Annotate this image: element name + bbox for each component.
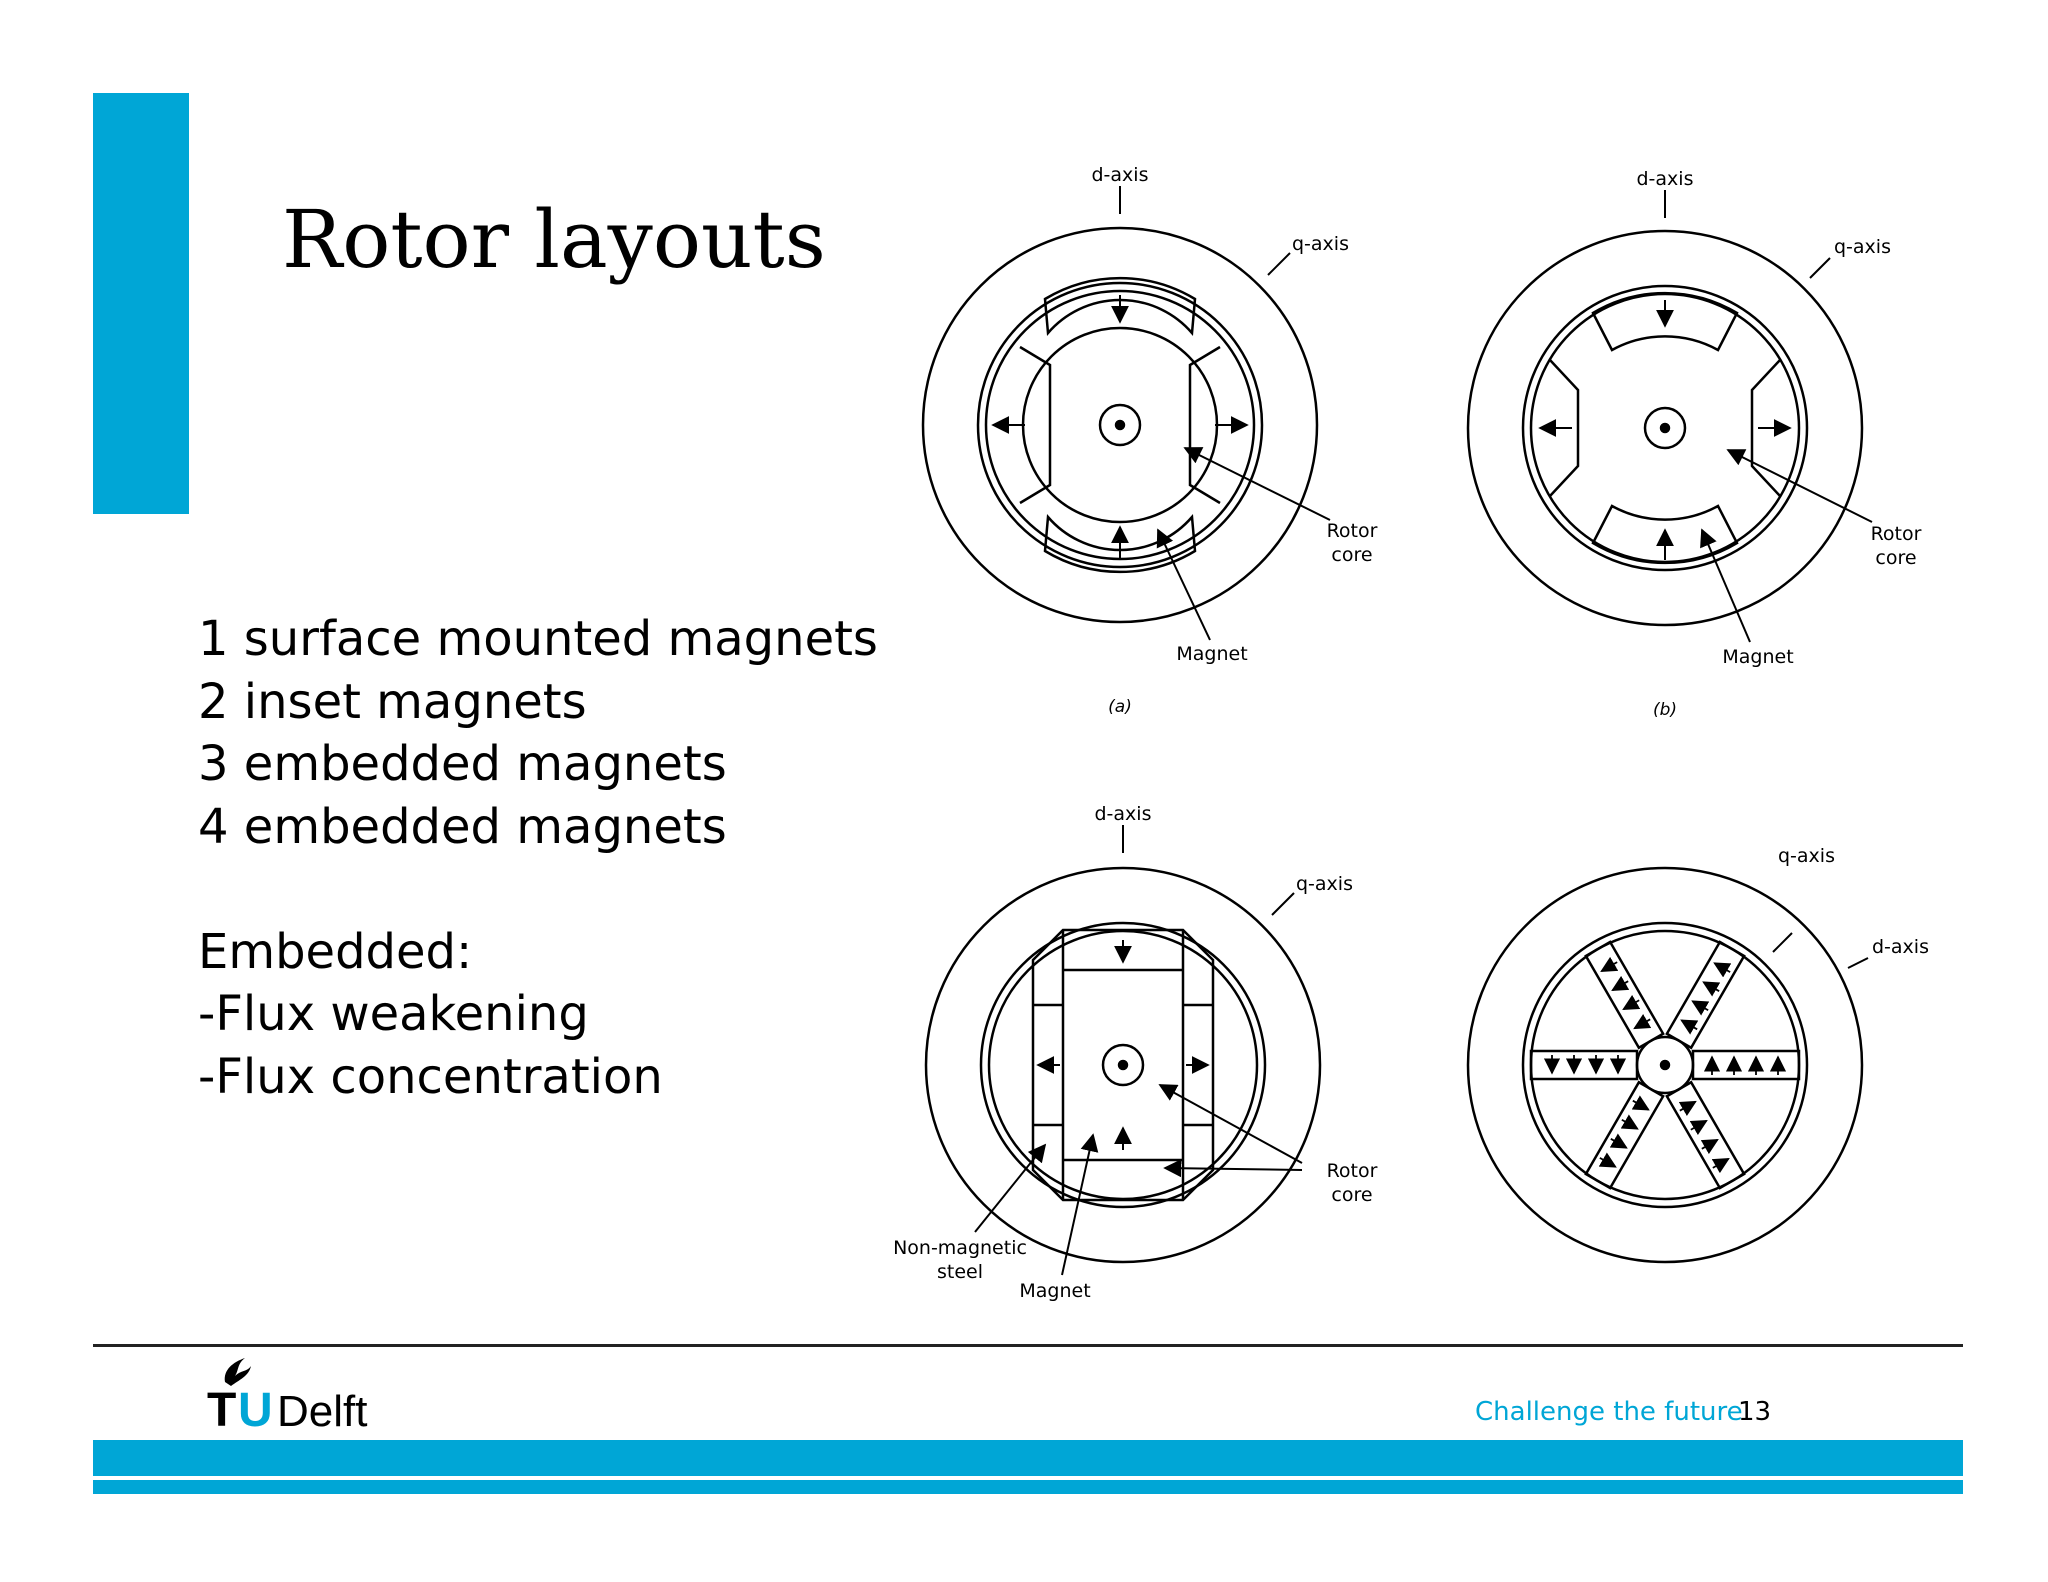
d-axis-label-b: d-axis bbox=[1637, 168, 1694, 190]
magnet-label-a: Magnet bbox=[1176, 643, 1247, 665]
svg-text:U: U bbox=[238, 1384, 273, 1432]
magnetization-arrow bbox=[1680, 1019, 1699, 1035]
magnetization-arrow bbox=[1620, 1114, 1639, 1130]
magnetization-arrow bbox=[1713, 962, 1732, 978]
magnetization-arrow bbox=[1711, 1158, 1730, 1174]
magnetization-arrow bbox=[1700, 1138, 1719, 1155]
q-axis-label-c: q-axis bbox=[1296, 873, 1353, 895]
embedded-point-1: -Flux weakening bbox=[198, 986, 589, 1042]
d-axis-label-d: d-axis bbox=[1872, 936, 1929, 958]
spoke-magnet-west bbox=[1529, 1049, 1639, 1081]
footer-rule bbox=[93, 1344, 1963, 1347]
flame-icon bbox=[224, 1358, 251, 1386]
rotor-diagram-b bbox=[1466, 190, 1873, 643]
rotor-core-label-a-2: core bbox=[1331, 544, 1372, 566]
q-axis-label-b: q-axis bbox=[1834, 236, 1891, 258]
rotor-core-label-b-1: Rotor bbox=[1871, 523, 1922, 545]
slide-body: 1 surface mounted magnets 2 inset magnet… bbox=[198, 608, 878, 1108]
magnet-label-c: Magnet bbox=[1019, 1280, 1090, 1302]
layout-item-2: 2 inset magnets bbox=[198, 673, 587, 730]
q-axis-label-d: q-axis bbox=[1778, 845, 1835, 867]
tu-delft-logo: T U Delft bbox=[207, 1358, 367, 1432]
magnetization-arrow bbox=[1600, 956, 1619, 972]
rotor-core-label-c-2: core bbox=[1331, 1184, 1372, 1206]
accent-bar bbox=[93, 93, 189, 514]
d-axis-label-a: d-axis bbox=[1092, 164, 1149, 186]
magnetization-arrow bbox=[1598, 1152, 1617, 1168]
rotor-diagram-c bbox=[924, 825, 1322, 1276]
magnetization-arrow bbox=[1678, 1100, 1697, 1117]
slide-title: Rotor layouts bbox=[282, 193, 826, 286]
rotor-layouts-figure: d-axis q-axis Rotor core Magnet (a) d-ax… bbox=[893, 164, 1929, 1302]
magnetization-arrow bbox=[1622, 994, 1641, 1011]
magnetization-arrow bbox=[1689, 1119, 1708, 1136]
footer-slogan: Challenge the future bbox=[1475, 1397, 1743, 1427]
nonmagnetic-steel-label-1: Non-magnetic bbox=[893, 1237, 1027, 1259]
embedded-heading: Embedded: bbox=[198, 923, 473, 980]
spoke-magnet-southeast bbox=[1665, 1080, 1746, 1190]
embedded-point-2: -Flux concentration bbox=[198, 1048, 663, 1105]
spoke-magnet-northwest bbox=[1584, 940, 1665, 1050]
layout-item-4: 4 embedded magnets bbox=[198, 798, 727, 855]
magnetization-arrow bbox=[1611, 975, 1630, 992]
spoke-magnet-northeast bbox=[1665, 940, 1746, 1050]
magnetization-arrow bbox=[1702, 981, 1721, 997]
caption-a: (a) bbox=[1108, 697, 1132, 717]
spoke-magnet-east bbox=[1691, 1049, 1801, 1081]
footer-band bbox=[93, 1440, 1963, 1476]
rotor-core-label-a-1: Rotor bbox=[1327, 520, 1378, 542]
magnetization-arrow bbox=[1631, 1095, 1650, 1111]
svg-text:T: T bbox=[207, 1384, 236, 1432]
d-axis-label-c: d-axis bbox=[1095, 803, 1152, 825]
caption-b: (b) bbox=[1653, 700, 1677, 720]
magnetization-arrow bbox=[1609, 1133, 1628, 1149]
page-number: 13 bbox=[1738, 1397, 1772, 1427]
layout-item-3: 3 embedded magnets bbox=[198, 736, 727, 792]
svg-text:Delft: Delft bbox=[277, 1387, 367, 1432]
nonmagnetic-steel-label-2: steel bbox=[937, 1261, 983, 1283]
magnetization-arrow bbox=[1691, 1000, 1710, 1016]
magnet-label-b: Magnet bbox=[1722, 646, 1793, 668]
magnetization-arrow bbox=[1633, 1013, 1652, 1030]
layout-item-1: 1 surface mounted magnets bbox=[198, 611, 878, 667]
rotor-diagram-a bbox=[921, 186, 1331, 641]
spacer bbox=[198, 858, 878, 921]
spoke-magnet-southwest bbox=[1584, 1080, 1665, 1190]
rotor-diagram-d bbox=[1466, 866, 1869, 1264]
footer-band-thin bbox=[93, 1480, 1963, 1494]
q-axis-label-a: q-axis bbox=[1292, 233, 1349, 255]
rotor-core-label-c-1: Rotor bbox=[1327, 1160, 1378, 1182]
rotor-core-label-b-2: core bbox=[1875, 547, 1916, 569]
